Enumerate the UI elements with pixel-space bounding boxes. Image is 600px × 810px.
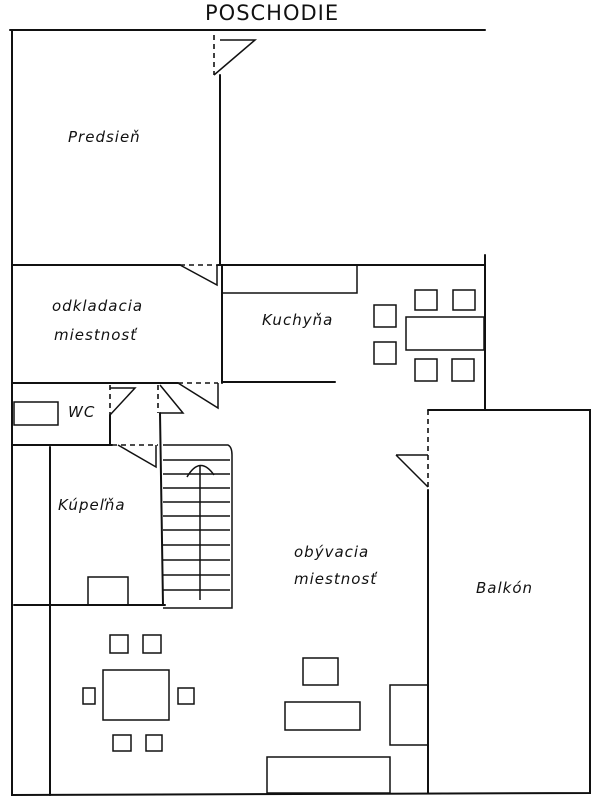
floor-plan-title: POSCHODIE [205, 1, 340, 25]
coffee-table [284, 701, 361, 731]
chair [145, 734, 163, 752]
odkladacia-walls [11, 264, 223, 410]
predsien-walls [11, 35, 486, 287]
chair [177, 687, 195, 705]
chair [109, 634, 129, 654]
chair [142, 634, 162, 654]
room-label-balkon: Balkón [476, 579, 534, 597]
chair [452, 289, 476, 311]
chair [414, 358, 438, 382]
chair [373, 304, 397, 328]
chair [82, 687, 96, 705]
dining-table [102, 669, 170, 721]
wc [11, 384, 185, 606]
room-label-odkladacia: odkladacia [52, 297, 144, 315]
armchair [302, 657, 339, 686]
room-label-kupelna: Kúpeľňa [58, 496, 126, 514]
cabinet [389, 684, 428, 746]
room-label-obyvacia: obývacia [294, 543, 370, 561]
chair [373, 341, 397, 365]
balkon [395, 410, 429, 794]
kitchen-table [405, 316, 485, 351]
room-label-predsien: Predsieň [68, 128, 141, 146]
stair-arrow-icon [186, 464, 215, 600]
staircase [163, 444, 233, 609]
room-label-wc: WC [68, 403, 96, 421]
room-label-obyvacia-2: miestnosť [294, 570, 378, 588]
outer-walls [9, 29, 591, 797]
chair [112, 734, 132, 752]
room-label-kuchyna: Kuchyňa [262, 311, 334, 329]
kupelna [13, 446, 166, 796]
chair [451, 358, 475, 382]
kitchen [221, 265, 485, 383]
toilet [13, 401, 59, 426]
bathtub [87, 576, 129, 605]
living-room-furniture [82, 634, 428, 794]
sofa [266, 756, 391, 794]
room-label-odkladacia-2: miestnosť [54, 326, 138, 344]
chair [414, 289, 438, 311]
